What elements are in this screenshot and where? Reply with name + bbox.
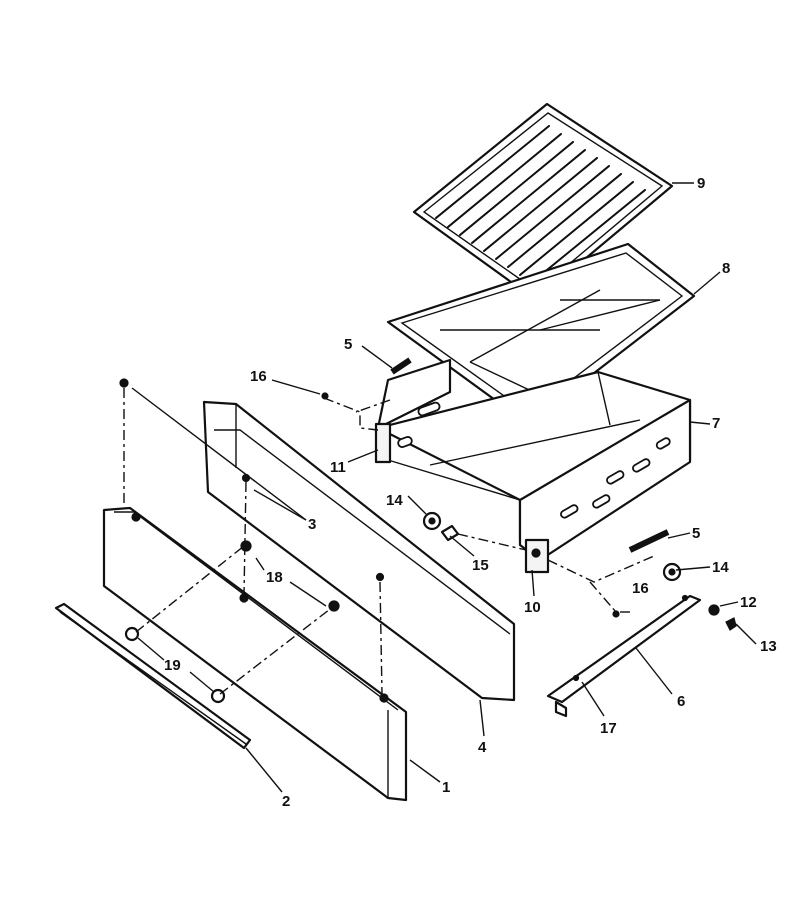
callout-17: 17 [600,720,617,737]
callout-11: 11 [330,459,346,476]
callout-5b: 5 [692,525,700,542]
fasteners [119,357,737,704]
part-19-spacer-a [124,626,140,642]
callout-16b: 16 [632,580,649,597]
part-12-nut [708,604,720,616]
part-6-slide-rail [546,594,702,718]
part-4-inner-front [202,400,516,702]
part-5-spring-a [390,357,412,375]
grid-slots [435,125,646,284]
part-16-screw-b [612,610,620,618]
callout-9: 9 [697,175,705,192]
callout-12: 12 [740,594,757,611]
leader-lines [131,182,757,793]
part-5-spring-b [628,529,670,553]
callout-3: 3 [308,516,316,533]
callout-6: 6 [677,693,685,710]
part-18-bolt-b [328,600,340,612]
callouts: 9 8 7 5 16 11 3 14 15 5 14 16 12 13 10 6… [164,175,777,810]
callout-18: 18 [266,569,283,586]
callout-2: 2 [282,793,290,810]
body-slots [397,401,671,519]
screw-part-3b [375,572,385,582]
callout-15: 15 [472,557,489,574]
callout-14a: 14 [386,492,403,509]
part-2-handle [54,602,252,750]
callout-13: 13 [760,638,777,655]
callout-8: 8 [722,260,730,277]
callout-10: 10 [524,599,541,616]
part-11-bracket [374,422,392,464]
callout-7: 7 [712,415,720,432]
assembly-lines [123,388,655,695]
callout-4: 4 [478,739,487,756]
part-13-screw [725,617,737,631]
callout-5a: 5 [344,336,352,353]
part-8-broiler-pan [386,242,696,426]
callout-19: 19 [164,657,181,674]
screw-top-left [119,378,129,388]
callout-14b: 14 [712,559,729,576]
part-18-bolt-a [240,540,252,552]
callout-1: 1 [442,779,450,796]
part-7-drawer-body [374,358,692,574]
callout-16a: 16 [250,368,267,385]
part-1-drawer-front [102,506,408,802]
part-15-washer [440,524,460,542]
part-9-broiler-grid [412,102,674,302]
